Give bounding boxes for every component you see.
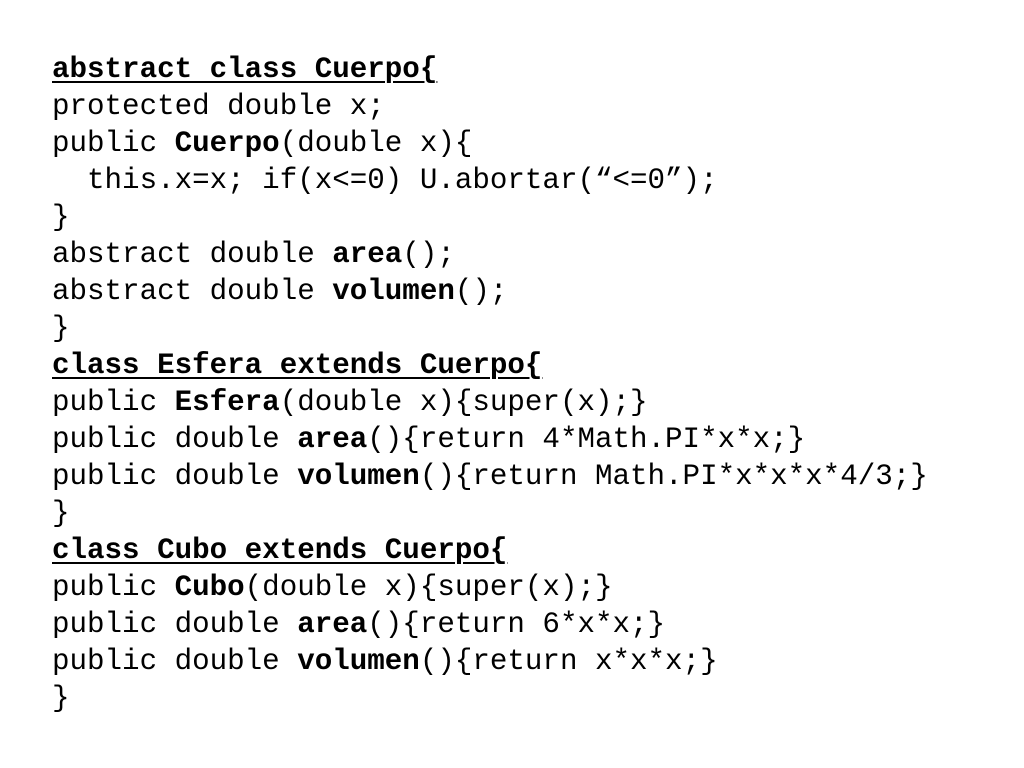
code-text: (); — [402, 238, 455, 271]
code-line: } — [52, 680, 1012, 717]
code-text: } — [52, 497, 70, 530]
code-keyword-bold: Cuerpo — [174, 127, 280, 160]
code-listing: abstract class Cuerpo{ protected double x… — [52, 51, 1012, 717]
code-line: public double volumen(){return x*x*x;} — [52, 643, 1012, 680]
code-line: public Cubo(double x){super(x);} — [52, 569, 1012, 606]
code-text: } — [52, 682, 70, 715]
code-text: public double — [52, 423, 298, 456]
code-line: abstract class Cuerpo{ — [52, 51, 1012, 88]
code-keyword-bold: volumen — [297, 645, 420, 678]
code-line: protected double x; — [52, 88, 1012, 125]
code-text: public double — [52, 460, 298, 493]
code-text: public double — [52, 608, 298, 641]
code-line: abstract double volumen(); — [52, 273, 1012, 310]
code-keyword-bold: class Cubo extends Cuerpo{ — [52, 534, 508, 567]
code-line: class Cubo extends Cuerpo{ — [52, 532, 1012, 569]
code-text: (){return 6*x*x;} — [367, 608, 666, 641]
code-line: abstract double area(); — [52, 236, 1012, 273]
code-text: (){return Math.PI*x*x*x*4/3;} — [419, 460, 928, 493]
code-text: public — [52, 386, 175, 419]
code-text: (){return 4*Math.PI*x*x;} — [367, 423, 806, 456]
code-text: (); — [454, 275, 508, 308]
code-keyword-bold: class Esfera extends Cuerpo{ — [52, 349, 543, 382]
code-line: public double area(){return 6*x*x;} — [52, 606, 1012, 643]
code-text: public — [52, 127, 175, 160]
code-line: class Esfera extends Cuerpo{ — [52, 347, 1012, 384]
code-keyword-bold: area — [297, 608, 368, 641]
code-line: public Cuerpo(double x){ — [52, 125, 1012, 162]
code-keyword-bold: area — [332, 238, 403, 271]
code-keyword-bold: abstract class Cuerpo{ — [52, 53, 438, 86]
code-text: } — [52, 201, 70, 234]
code-line: } — [52, 495, 1012, 532]
code-line: public Esfera(double x){super(x);} — [52, 384, 1012, 421]
code-keyword-bold: volumen — [297, 460, 420, 493]
code-keyword-bold: Cubo — [174, 571, 245, 604]
code-text: (double x){super(x);} — [244, 571, 613, 604]
code-line: public double volumen(){return Math.PI*x… — [52, 458, 1012, 495]
code-keyword-bold: area — [297, 423, 368, 456]
code-text: abstract double — [52, 238, 333, 271]
code-text: this.x=x; if(x<=0) U.abortar(“<=0”); — [52, 164, 718, 197]
code-text: (){return x*x*x;} — [419, 645, 718, 678]
code-line: } — [52, 199, 1012, 236]
code-text: protected double x; — [52, 90, 385, 123]
code-text: abstract double — [52, 275, 333, 308]
code-text: (double x){super(x);} — [279, 386, 648, 419]
code-keyword-bold: volumen — [332, 275, 455, 308]
code-line: public double area(){return 4*Math.PI*x*… — [52, 421, 1012, 458]
code-keyword-bold: Esfera — [174, 386, 280, 419]
code-text: } — [52, 312, 70, 345]
code-text: public — [52, 571, 175, 604]
code-text: public double — [52, 645, 298, 678]
code-text: (double x){ — [279, 127, 473, 160]
code-line: } — [52, 310, 1012, 347]
code-line: this.x=x; if(x<=0) U.abortar(“<=0”); — [52, 162, 1012, 199]
